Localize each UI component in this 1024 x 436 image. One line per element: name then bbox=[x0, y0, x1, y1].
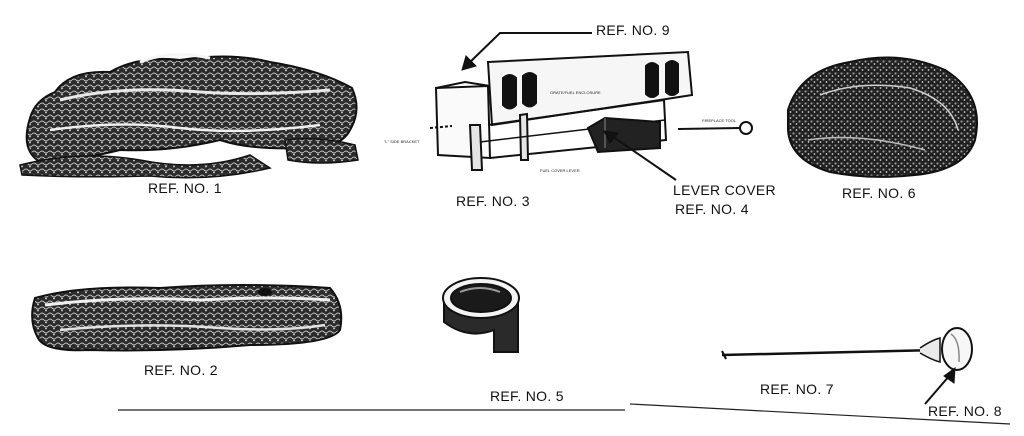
ref-6-label: REF. NO. 6 bbox=[842, 185, 916, 201]
ref-8-label: REF. NO. 8 bbox=[928, 403, 1002, 419]
fireplace-tool-note: FIREPLACE TOOL bbox=[702, 118, 737, 123]
ember-pile-illustration bbox=[787, 56, 978, 178]
ref-9-label: REF. NO. 9 bbox=[596, 22, 670, 38]
grate-enclosure-illustration bbox=[429, 50, 753, 171]
ref-1-label: REF. NO. 1 bbox=[148, 180, 222, 196]
leader-lines bbox=[461, 32, 956, 405]
single-log-illustration bbox=[31, 284, 343, 352]
ref-4-label: REF. NO. 4 bbox=[675, 201, 749, 217]
ref-5-label: REF. NO. 5 bbox=[490, 388, 564, 404]
lever-cover-label: LEVER COVER bbox=[673, 182, 776, 198]
ref-3-label: REF. NO. 3 bbox=[456, 193, 530, 209]
grate-fuel-enclosure-note: GRATE/FUEL ENCLOSURE bbox=[550, 90, 601, 95]
fuel-cover-lever-note: FUEL COVER LEVER bbox=[540, 168, 580, 173]
cylinder-cap-illustration bbox=[442, 277, 520, 353]
base-rules bbox=[118, 403, 1011, 425]
ref-2-label: REF. NO. 2 bbox=[144, 362, 218, 378]
fireplace-tool-illustration bbox=[721, 327, 973, 371]
side-bracket-note: "L" SIDE BRACKET bbox=[384, 139, 420, 144]
log-set-illustration bbox=[19, 53, 359, 179]
ref-7-label: REF. NO. 7 bbox=[760, 381, 834, 397]
